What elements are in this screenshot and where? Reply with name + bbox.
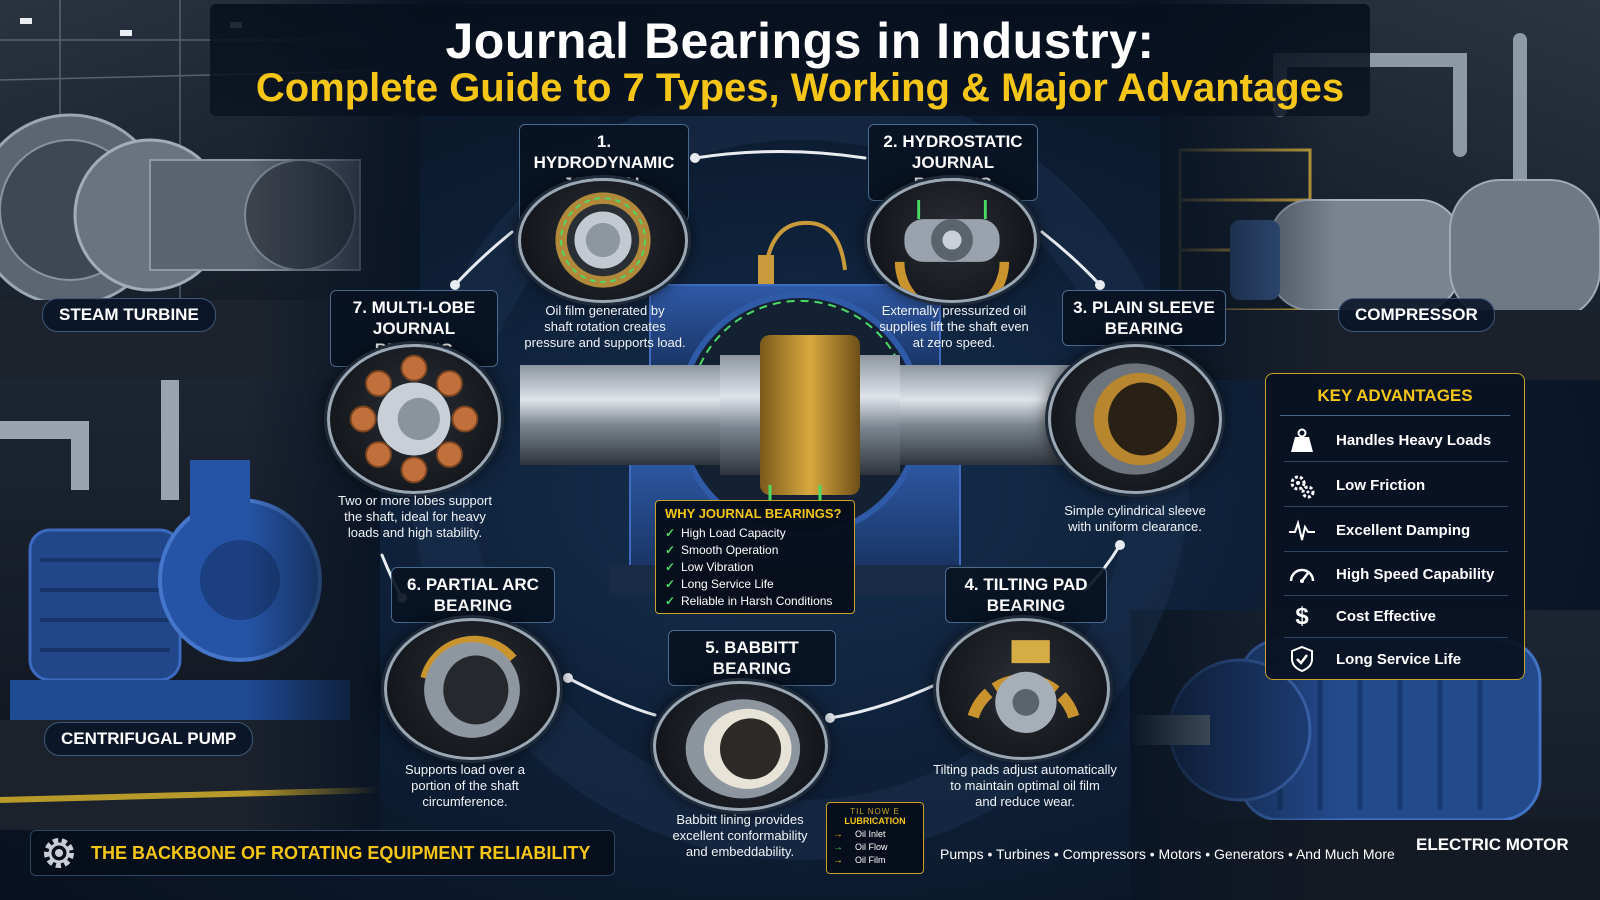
shield-check-icon	[1284, 645, 1320, 673]
compressor-scene	[1160, 0, 1600, 380]
check-icon: ✓	[665, 526, 676, 540]
check-icon: ✓	[665, 543, 676, 557]
gear-icon	[44, 838, 74, 868]
advantage-item: $ Cost Effective	[1284, 596, 1508, 638]
why-item: ✓High Load Capacity	[665, 526, 786, 540]
lubrication-heading: LUBRICATION	[844, 816, 906, 826]
advantage-item: Excellent Damping	[1284, 510, 1508, 552]
why-journal-bearings-box: WHY JOURNAL BEARINGS? ✓High Load Capacit…	[655, 500, 855, 614]
arrow-right-icon: →	[833, 842, 843, 853]
dollar-icon: $	[1295, 602, 1309, 630]
legend-item: →Oil Flow	[833, 842, 888, 853]
gears-icon	[1284, 472, 1320, 500]
title-band	[210, 4, 1370, 116]
why-item: ✓Low Vibration	[665, 560, 754, 574]
advantage-item: Low Friction	[1284, 465, 1508, 507]
scene-label-compressor: COMPRESSOR	[1338, 298, 1495, 332]
footer-tagline: THE BACKBONE OF ROTATING EQUIPMENT RELIA…	[91, 842, 591, 863]
type-image-hydrostatic	[867, 178, 1037, 303]
advantage-item: High Speed Capability	[1284, 554, 1508, 596]
weight-icon	[1284, 427, 1320, 455]
why-item: ✓Smooth Operation	[665, 543, 779, 557]
check-icon: ✓	[665, 594, 676, 608]
arrow-right-icon: →	[833, 829, 843, 840]
lubrication-legend: TIL NOW E LUBRICATION →Oil Inlet →Oil Fl…	[826, 802, 924, 874]
key-advantages-panel: KEY ADVANTAGES Handles Heavy Loads Low F…	[1265, 373, 1525, 680]
applications-list: Pumps • Turbines • Compressors • Motors …	[940, 846, 1395, 862]
scene-label-electric-motor: ELECTRIC MOTOR	[1416, 835, 1569, 854]
type-image-hydrodynamic	[518, 178, 688, 303]
legend-item: →Oil Inlet	[833, 829, 886, 840]
lubrication-scribble: TIL NOW E	[850, 807, 900, 816]
footer-tagline-bar: THE BACKBONE OF ROTATING EQUIPMENT RELIA…	[30, 830, 615, 876]
advantages-heading: KEY ADVANTAGES	[1317, 386, 1473, 405]
type-image-tilting-pad	[936, 618, 1110, 760]
page-title: Journal Bearings in Industry:	[445, 13, 1155, 69]
scene-label-steam-turbine: STEAM TURBINE	[42, 298, 216, 332]
pulse-icon	[1284, 517, 1320, 545]
type-image-plain-sleeve	[1048, 344, 1222, 494]
why-heading: WHY JOURNAL BEARINGS?	[665, 506, 842, 521]
page-subtitle: Complete Guide to 7 Types, Working & Maj…	[255, 66, 1345, 110]
check-icon: ✓	[665, 560, 676, 574]
check-icon: ✓	[665, 577, 676, 591]
arrow-right-icon: →	[833, 855, 843, 866]
type-image-multi-lobe	[327, 344, 501, 494]
scene-label-centrifugal-pump: CENTRIFUGAL PUMP	[44, 722, 254, 756]
type-image-partial-arc	[384, 618, 560, 760]
legend-item: →Oil Film	[833, 855, 886, 866]
speedometer-icon	[1284, 561, 1320, 589]
type-image-babbitt	[653, 681, 828, 811]
why-item: ✓Reliable in Harsh Conditions	[665, 594, 833, 608]
advantage-item: Long Service Life	[1284, 638, 1508, 680]
advantage-item: Handles Heavy Loads	[1284, 420, 1508, 462]
why-item: ✓Long Service Life	[665, 577, 774, 591]
